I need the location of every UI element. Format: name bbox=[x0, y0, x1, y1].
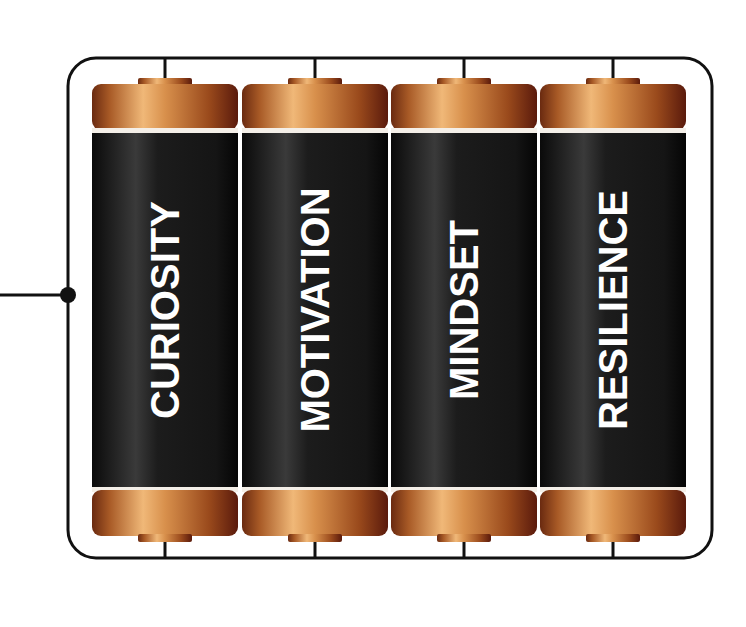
battery-label: MOTIVATION bbox=[295, 187, 335, 432]
battery-label: MINDSET bbox=[444, 220, 484, 400]
battery-label-area: RESILIENCE bbox=[540, 133, 686, 487]
battery-label-area: MOTIVATION bbox=[242, 133, 388, 487]
battery-label: CURIOSITY bbox=[145, 201, 185, 419]
battery: MINDSET bbox=[391, 78, 537, 542]
wire-loop bbox=[68, 58, 712, 558]
battery-label: RESILIENCE bbox=[593, 190, 633, 430]
battery: MOTIVATION bbox=[242, 78, 388, 542]
junction-dot bbox=[60, 287, 76, 303]
battery-label-area: CURIOSITY bbox=[92, 133, 238, 487]
lead-wire bbox=[0, 294, 68, 297]
battery-label-area: MINDSET bbox=[391, 133, 537, 487]
battery: CURIOSITY bbox=[92, 78, 238, 542]
battery: RESILIENCE bbox=[540, 78, 686, 542]
